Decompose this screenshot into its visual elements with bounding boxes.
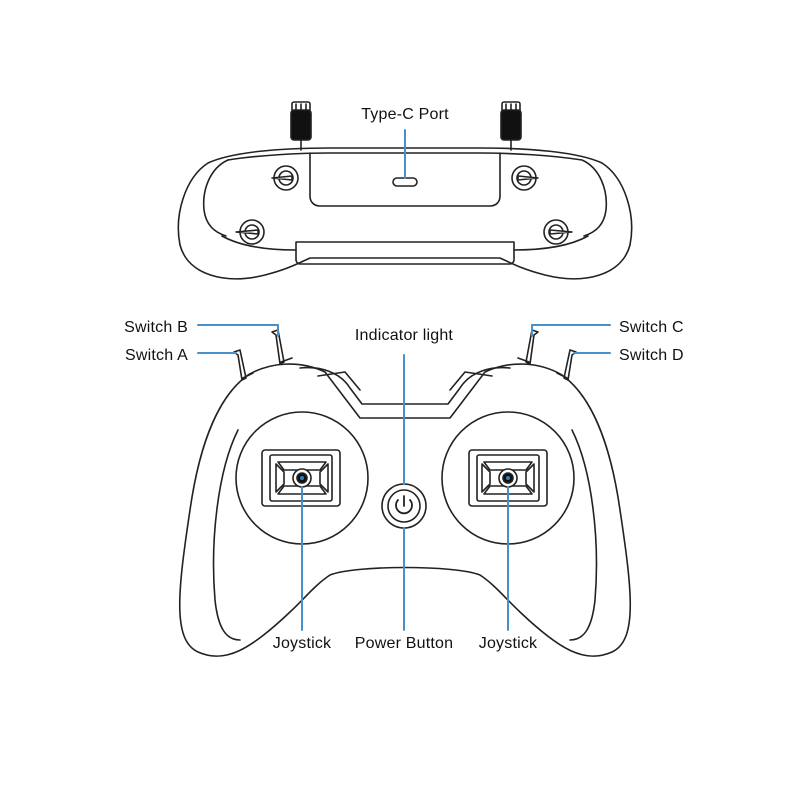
power-icon — [381, 483, 427, 529]
toggle-switch-icon — [543, 219, 573, 245]
switch-d-label: Switch D — [619, 347, 684, 364]
indicator-light-label: Indicator light — [354, 327, 454, 344]
switch-c-label: Switch C — [619, 319, 684, 336]
joystick-left-label: Joystick — [272, 635, 332, 652]
bottom-window — [295, 241, 515, 265]
controller-front-view — [178, 324, 632, 657]
type-c-port-label: Type-C Port — [361, 106, 449, 123]
switch-a-label: Switch A — [125, 347, 188, 364]
leader-lines — [197, 324, 611, 631]
joystick-right-label: Joystick — [478, 635, 538, 652]
usb-c-port-icon — [392, 177, 418, 187]
switch-d-lever — [556, 349, 577, 381]
front-shell-outline — [178, 363, 632, 657]
top-panel — [309, 152, 501, 207]
toggle-switch-icon — [235, 219, 265, 245]
switch-b-lever — [271, 329, 293, 365]
toggle-switch-icon — [271, 165, 299, 191]
switch-b-label: Switch B — [124, 319, 188, 336]
top-shell-outline — [177, 147, 633, 280]
power-button-label: Power Button — [354, 635, 454, 652]
controller-top-view — [177, 101, 633, 280]
toggle-switch-icon — [511, 165, 539, 191]
top-shell-inner — [227, 152, 608, 237]
switch-a-lever — [233, 349, 254, 381]
antenna-left-icon — [290, 101, 312, 151]
switch-c-lever — [517, 329, 539, 365]
joystick-icon — [261, 449, 341, 507]
antenna-right-icon — [500, 101, 522, 151]
